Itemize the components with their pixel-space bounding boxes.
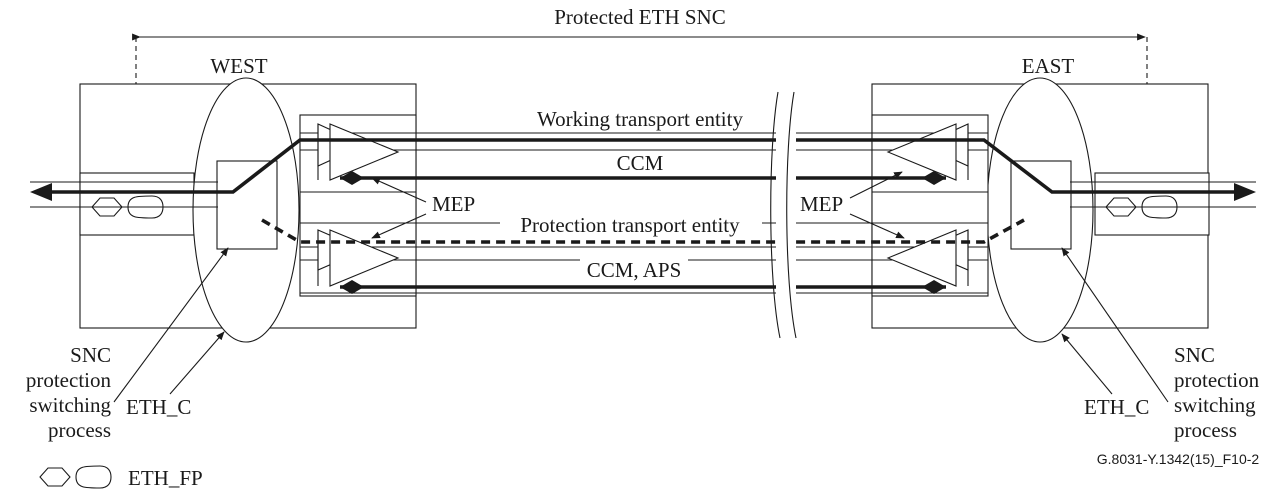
west-eth-fp-icon [91,195,164,219]
east-eth-c-label: ETH_C [1084,395,1149,419]
west-mep-label: MEP [432,192,475,216]
figure-id: G.8031-Y.1342(15)_F10-2 [1097,451,1260,467]
east-eth-fp-icon [1105,195,1178,219]
west-mep-protection [317,229,400,287]
inner-connectors [300,132,988,294]
west-snc-arrow [113,247,229,403]
ccm-aps-path [340,280,946,294]
east-snc-line-1: SNC [1174,343,1215,367]
east-mep-arrow-lower [849,213,905,239]
west-eth-c-arrow [169,331,225,395]
ccm-label: CCM [617,151,664,175]
east-snc-line-3: switching [1174,393,1256,417]
west-mep-arrow-upper [371,177,427,203]
west-snc-line-2: protection [26,368,112,392]
working-label: Working transport entity [537,107,743,131]
east-mep-protection [886,229,969,287]
east-snc-line-4: process [1174,418,1237,442]
west-snc-line-4: process [48,418,111,442]
west-node: WEST [79,54,417,343]
east-eth-c-arrow [1061,333,1113,395]
ccm-path [340,171,946,185]
east-node: EAST [871,54,1210,343]
west-label: WEST [210,54,267,78]
protection-transport-path [261,218,1025,244]
west-mep-arrow-lower [371,213,427,239]
east-snc-arrow [1061,247,1169,403]
west-snc-line-1: SNC [70,343,111,367]
east-mep-arrow-upper [849,171,903,199]
protection-label: Protection transport entity [520,213,740,237]
west-snc-line-3: switching [29,393,111,417]
east-mep-label: MEP [800,192,843,216]
protected-snc-label: Protected ETH SNC [554,5,725,29]
east-snc-line-2: protection [1174,368,1260,392]
west-mep-working [317,123,400,181]
legend-eth-fp: ETH_FP [39,465,203,490]
east-mep-working [886,123,969,181]
west-eth-c-label: ETH_C [126,395,191,419]
east-label: EAST [1022,54,1075,78]
eth-fp-legend-icon [39,467,71,487]
ccm-aps-label: CCM, APS [587,258,682,282]
legend-eth-fp-label: ETH_FP [128,466,203,490]
working-transport-path [30,138,1256,201]
break-symbol [770,91,797,339]
